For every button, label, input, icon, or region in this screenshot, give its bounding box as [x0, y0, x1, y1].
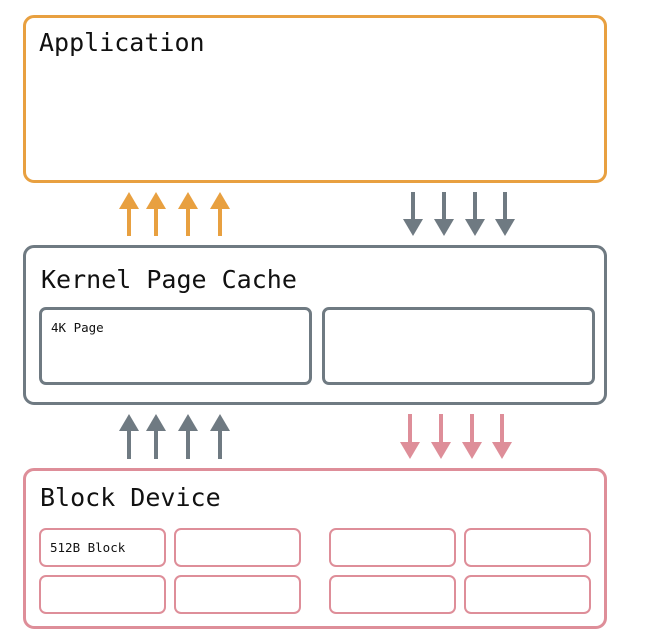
block-cell: [174, 575, 301, 614]
application-title: Application: [39, 28, 205, 57]
block-cell: [174, 528, 301, 567]
down-arrow-icon: [465, 192, 485, 236]
down-arrow-icon: [434, 192, 454, 236]
up-arrow-icon: [119, 414, 139, 459]
up-arrow-icon: [119, 192, 139, 236]
block-cell: [329, 575, 456, 614]
down-arrow-icon: [400, 414, 420, 459]
down-arrow-icon: [431, 414, 451, 459]
application-layer: Application: [23, 15, 607, 183]
up-arrow-icon: [210, 192, 230, 236]
block-cell-label: 512B Block: [50, 540, 126, 555]
app-write-arrows: [403, 192, 515, 236]
block-cell: [464, 528, 591, 567]
kernel-read-arrows: [119, 414, 230, 459]
down-arrow-icon: [403, 192, 423, 236]
up-arrow-icon: [178, 414, 198, 459]
up-arrow-icon: [178, 192, 198, 236]
page-cell-label: 4K Page: [51, 320, 104, 335]
page-cell: [322, 307, 595, 385]
block-device-layer: Block Device 512B Block: [23, 468, 607, 629]
up-arrow-icon: [146, 414, 166, 459]
block-cell: 512B Block: [39, 528, 166, 567]
block-device-title: Block Device: [40, 483, 221, 512]
app-read-arrows: [119, 192, 230, 236]
page-cell: 4K Page: [39, 307, 312, 385]
down-arrow-icon: [492, 414, 512, 459]
block-cell: [329, 528, 456, 567]
kernel-write-arrows: [400, 414, 512, 459]
block-cell: [464, 575, 591, 614]
kernel-page-cache-layer: Kernel Page Cache 4K Page: [23, 245, 607, 405]
down-arrow-icon: [495, 192, 515, 236]
block-cell: [39, 575, 166, 614]
kernel-page-cache-title: Kernel Page Cache: [41, 265, 297, 294]
up-arrow-icon: [146, 192, 166, 236]
down-arrow-icon: [462, 414, 482, 459]
up-arrow-icon: [210, 414, 230, 459]
